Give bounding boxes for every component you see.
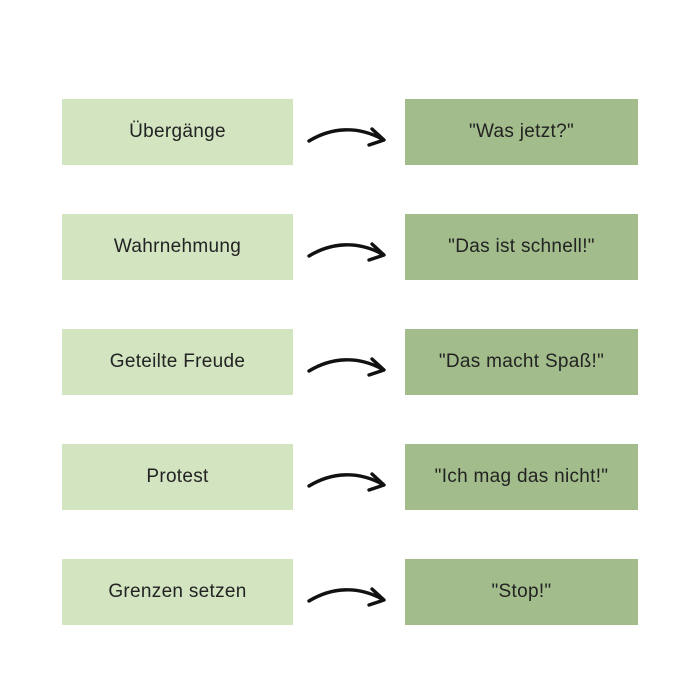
curved-arrow-icon [307,357,386,377]
curved-arrow-icon [307,242,386,262]
curved-arrow-icon [307,472,386,492]
quote-label: "Was jetzt?" [468,121,575,142]
left-margin [0,329,62,395]
left-margin [0,444,62,510]
category-box: Übergänge [62,99,293,165]
category-label: Übergänge [129,121,226,142]
quote-box: "Ich mag das nicht!" [405,444,638,510]
quote-label: "Das macht Spaß!" [438,351,605,372]
diagram-row: Protest "Ich mag das nicht!" [0,444,700,510]
diagram-row: Wahrnehmung "Das ist schnell!" [0,214,700,280]
quote-box: "Das macht Spaß!" [405,329,638,395]
category-box: Geteilte Freude [62,329,293,395]
category-label: Geteilte Freude [109,351,246,372]
category-box: Grenzen setzen [62,559,293,625]
arrow-area [293,99,405,165]
category-label: Wahrnehmung [113,236,242,257]
arrow-area [293,214,405,280]
left-margin [0,214,62,280]
diagram-row: Geteilte Freude "Das macht Spaß!" [0,329,700,395]
arrow-area [293,329,405,395]
arrow-area [293,444,405,510]
quote-box: "Was jetzt?" [405,99,638,165]
category-label: Grenzen setzen [108,581,247,602]
category-label: Protest [146,466,209,487]
quote-label: "Das ist schnell!" [448,236,595,257]
category-box: Protest [62,444,293,510]
diagram-row: Grenzen setzen "Stop!" [0,559,700,625]
quote-label: "Stop!" [491,581,552,602]
quote-label: "Ich mag das nicht!" [434,466,609,487]
quote-box: "Stop!" [405,559,638,625]
curved-arrow-icon [307,587,386,607]
quote-box: "Das ist schnell!" [405,214,638,280]
category-box: Wahrnehmung [62,214,293,280]
left-margin [0,559,62,625]
left-margin [0,99,62,165]
curved-arrow-icon [307,127,386,147]
diagram-row: Übergänge "Was jetzt?" [0,99,700,165]
arrow-area [293,559,405,625]
